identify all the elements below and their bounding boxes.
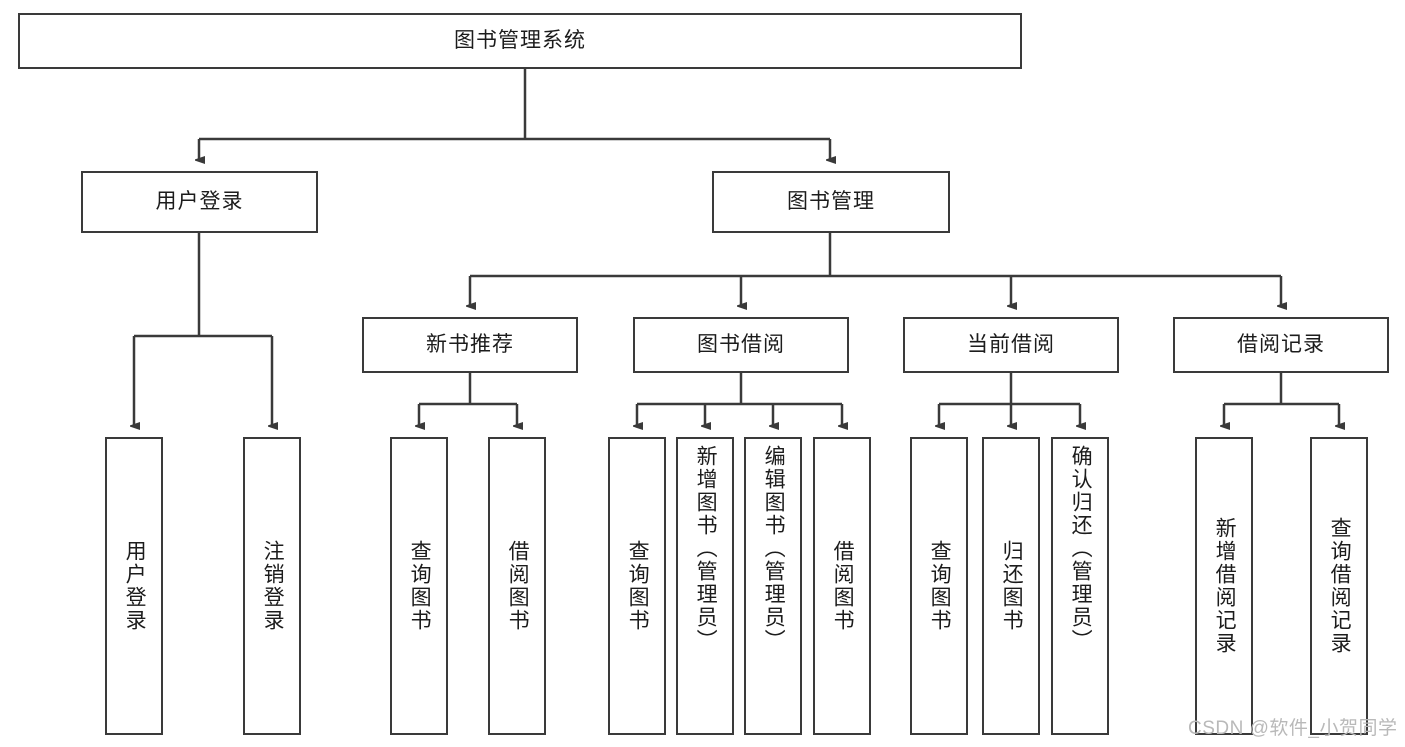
node-user-login-label: 用户登录 (155, 190, 244, 214)
node-user-logout-label: 注销登录 (261, 540, 285, 632)
node-add-borrow-record-label: 新增借阅记录 (1213, 517, 1237, 655)
node-current-borrow[interactable]: 当前借阅 (903, 317, 1119, 373)
node-user-login-do[interactable]: 用户登录 (105, 437, 163, 735)
node-borrow-records-label: 借阅记录 (1237, 333, 1325, 357)
node-confirm-return-admin[interactable]: 确认归还（管理员） (1051, 437, 1109, 735)
node-query-book-1[interactable]: 查询图书 (390, 437, 448, 735)
node-edit-book-admin[interactable]: 编辑图书（管理员） (744, 437, 802, 735)
node-query-book-3-label: 查询图书 (928, 540, 952, 632)
node-query-book-1-label: 查询图书 (408, 540, 432, 632)
node-user-login[interactable]: 用户登录 (81, 171, 318, 233)
node-current-borrow-label: 当前借阅 (967, 333, 1055, 357)
node-root-label: 图书管理系统 (454, 29, 586, 53)
node-book-manage-label: 图书管理 (787, 190, 875, 214)
node-confirm-return-admin-label: 确认归还（管理员） (1069, 445, 1093, 652)
node-query-book-2-label: 查询图书 (626, 540, 650, 632)
node-add-book-admin[interactable]: 新增图书（管理员） (676, 437, 734, 735)
node-query-borrow-record-label: 查询借阅记录 (1328, 517, 1352, 655)
node-user-login-do-label: 用户登录 (123, 540, 147, 632)
node-new-book-recommend-label: 新书推荐 (426, 333, 514, 357)
node-query-borrow-record[interactable]: 查询借阅记录 (1310, 437, 1368, 735)
node-edit-book-admin-label: 编辑图书（管理员） (762, 445, 786, 652)
node-return-book[interactable]: 归还图书 (982, 437, 1040, 735)
node-query-book-2[interactable]: 查询图书 (608, 437, 666, 735)
node-query-book-3[interactable]: 查询图书 (910, 437, 968, 735)
node-borrow-book-1[interactable]: 借阅图书 (488, 437, 546, 735)
watermark-text: CSDN @软件_小贺同学 (1188, 718, 1398, 739)
node-borrow-book-2[interactable]: 借阅图书 (813, 437, 871, 735)
node-borrow-book-1-label: 借阅图书 (506, 540, 530, 632)
node-borrow-book-2-label: 借阅图书 (831, 540, 855, 632)
node-book-manage[interactable]: 图书管理 (712, 171, 950, 233)
node-root[interactable]: 图书管理系统 (18, 13, 1022, 69)
node-borrow-records[interactable]: 借阅记录 (1173, 317, 1389, 373)
node-book-borrow-label: 图书借阅 (697, 333, 785, 357)
node-book-borrow[interactable]: 图书借阅 (633, 317, 849, 373)
node-add-borrow-record[interactable]: 新增借阅记录 (1195, 437, 1253, 735)
node-add-book-admin-label: 新增图书（管理员） (694, 445, 718, 652)
node-return-book-label: 归还图书 (1000, 540, 1024, 632)
node-user-logout[interactable]: 注销登录 (243, 437, 301, 735)
node-new-book-recommend[interactable]: 新书推荐 (362, 317, 578, 373)
